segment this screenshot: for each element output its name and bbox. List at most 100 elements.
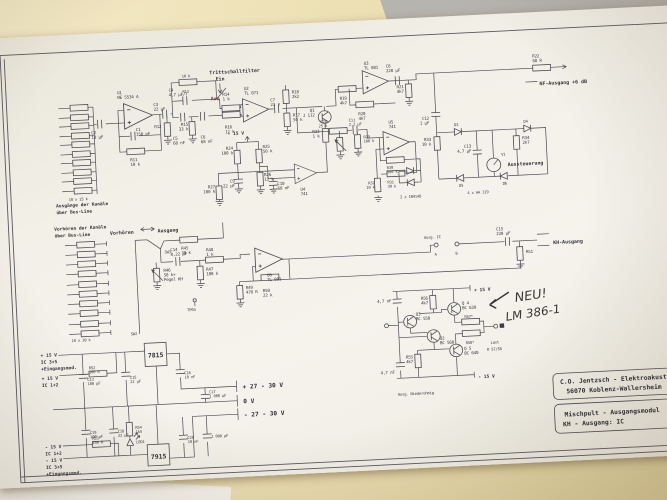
ps-c16-label: C1610 nF [184,370,196,380]
sw2-label: SW2 [131,331,138,336]
r29-label: R29100 k [363,134,375,144]
v1-label: V1 [501,152,506,157]
bus-ladder-outputs: 10 x 15 k Ausgänge der Kanäle über Bus-L… [56,104,125,216]
bus1-note: 10 x 15 k [69,196,89,202]
ps-c17-label: C171 000 µF [209,389,227,399]
c6-label: C668 nF [200,134,213,144]
c11-label: C112,2 µF [349,117,363,127]
ausg-ic-label: Ausg. IC [424,234,441,240]
c1-label: C1150 pF [136,126,151,136]
d5-label: D5 [459,183,463,188]
ausgang-label: Ausgang [157,228,178,235]
zero-v-label: 0 V [243,398,255,405]
c14-label: C140,22 µF [170,246,188,256]
r56-label: R564k7 [421,296,429,306]
r47-label: R47100 k [206,266,219,276]
q1-label: Q1J 112 [303,108,316,118]
minus15-ic12-v: - 15 V [45,444,62,451]
r11-label: R1110 k [130,157,141,167]
r15-label: R1533 k [178,122,189,132]
c10-label: C1068 nF [277,181,290,191]
c12-label: C121 µF [419,116,430,126]
u5-label: U5741 [388,119,396,129]
minus15-rail-label: - 15 V [478,374,495,381]
handwritten-note: NEU! LM 386-1 [489,285,562,324]
bus-ladder-monitor: Vorhören der Kanäle über Bus-Line 10 x 3… [54,224,141,343]
bus2-title-1: Vorhören der Kanäle [54,224,107,232]
schematic-drawing: 10 x 15 k Ausgänge der Kanäle über Bus-L… [0,22,667,484]
bus1-title-1: Ausgänge der Kanäle [56,201,109,209]
q2-label: Q2BC 560 [440,335,455,345]
last-label-1: Last [490,339,499,344]
r48-label: R481 k [206,247,214,257]
handwritten-neu: NEU! [513,285,547,304]
ps-c20-label: C2010 nF [187,434,199,444]
u6-label: U6TL 081 [267,272,282,282]
terminal-a-label: A [435,252,438,257]
ps-c15-label: C1522 µF [130,374,142,384]
q3-label: Q3BC 550 [416,311,431,321]
c8-label: C8220 µF [386,63,401,73]
c4-label: C44,7 µF/T [168,87,188,98]
output-stage: + 15 V - 15 V 4,7 nF 4,7 nF R564k7 R554k… [377,284,505,397]
regulator-7815: 7815 [148,352,164,360]
handwritten-lm386: LM 386-1 [505,302,562,324]
r18-label: R182k2 [292,89,300,99]
r33-label: R3310 k [421,137,432,147]
r26-label: R2612 k [264,172,275,182]
plus27-30v-label: + 27 - 30 V [242,382,283,391]
rumble-filter: 10 k R13 C44,7 µF/T Trittschallfilter Ei… [168,68,260,146]
d4-label: D4 [523,119,528,124]
r23-label: R231 k [312,129,320,139]
minus15-ic12: IC 1+2 [45,451,62,458]
r16-label: R1612 k [225,124,236,134]
drawing-frame [0,22,667,484]
power-supply-positive: + 15 V IC 3+5 +Eingangsmod. + 15 V IC 1+… [40,341,285,419]
last-label-2: R 57/58 [487,346,503,352]
r30-label: R30500 k [387,165,399,175]
clamp-diodes-note: 2 x 1N4148 [400,193,422,199]
regulator-7915: 7915 [151,453,167,461]
r12-label: R12 [154,124,162,129]
c9-label: C922 µF [223,178,236,188]
r14-label: R141 k [222,92,230,102]
minus15-ic35: IC 3+5 [46,464,63,471]
document-title: Mischpult - Ausgangsmodul [564,406,660,419]
r49-label: R49470 R [246,285,259,295]
c3-label: C322 µF [153,102,166,112]
r27-label: R27100 k [203,184,216,194]
trittschallfilter-label: Trittschallfilter [209,68,260,76]
ps-c21-label: 1 000 µF [211,433,229,439]
r22-label: R2268 R [532,53,543,63]
minus-eingangsmod: +Eingangsmod. [46,470,82,478]
r20-label: R204k7 [358,111,366,121]
r58-label: R58* [466,340,475,345]
power-supply-negative: - 15 V IC 1+2 - 15 V IC 3+5 +Eingangsmod… [45,404,239,478]
plus15-ic35-v: + 15 V [40,352,57,359]
vorhoeren-label: Vorhören [110,230,134,237]
r31-label: R3139 k [387,179,397,189]
u2-label: U2TL 071 [244,85,259,95]
plus15-rail-label: + 15 V [474,287,491,294]
r53-label: R53100 R [92,435,104,445]
schematic-paper: 10 x 15 k Ausgänge der Kanäle über Bus-L… [0,5,667,489]
minus15-label-mid: - 15 V [227,131,244,138]
bus2-title-2: über Bus-Line [54,232,90,240]
r46-label: R4650 k+Pegel KH [163,267,183,282]
line-amp: U2TL 071 C722 n R182k2 R1750 k U3TL 081 … [241,53,587,135]
handwritten-arrow [489,291,510,309]
q4-label: Q 4BC 639 [462,300,477,310]
kh-output-label: KH-Ausgang [553,239,583,246]
ps-c18-label: C1822 µF [118,428,130,438]
minus15-ic35-v: - 15 V [46,458,63,465]
cap-4n7-top-label: 4,7 nF [377,298,392,304]
r19-label: R194k7 [340,96,348,106]
r52-label: R52100 R [89,365,101,375]
r13-label: R13 [182,89,189,94]
plus15-ic12: IC 1+2 [42,382,59,389]
r21-label: R214k7 [396,84,404,94]
c7-label: C722 n [270,97,281,107]
r25-label: R2550 k [262,144,273,154]
aussteuerung-label: Aussteuerung [508,160,544,168]
c15-label: C15220 µF [496,226,511,236]
